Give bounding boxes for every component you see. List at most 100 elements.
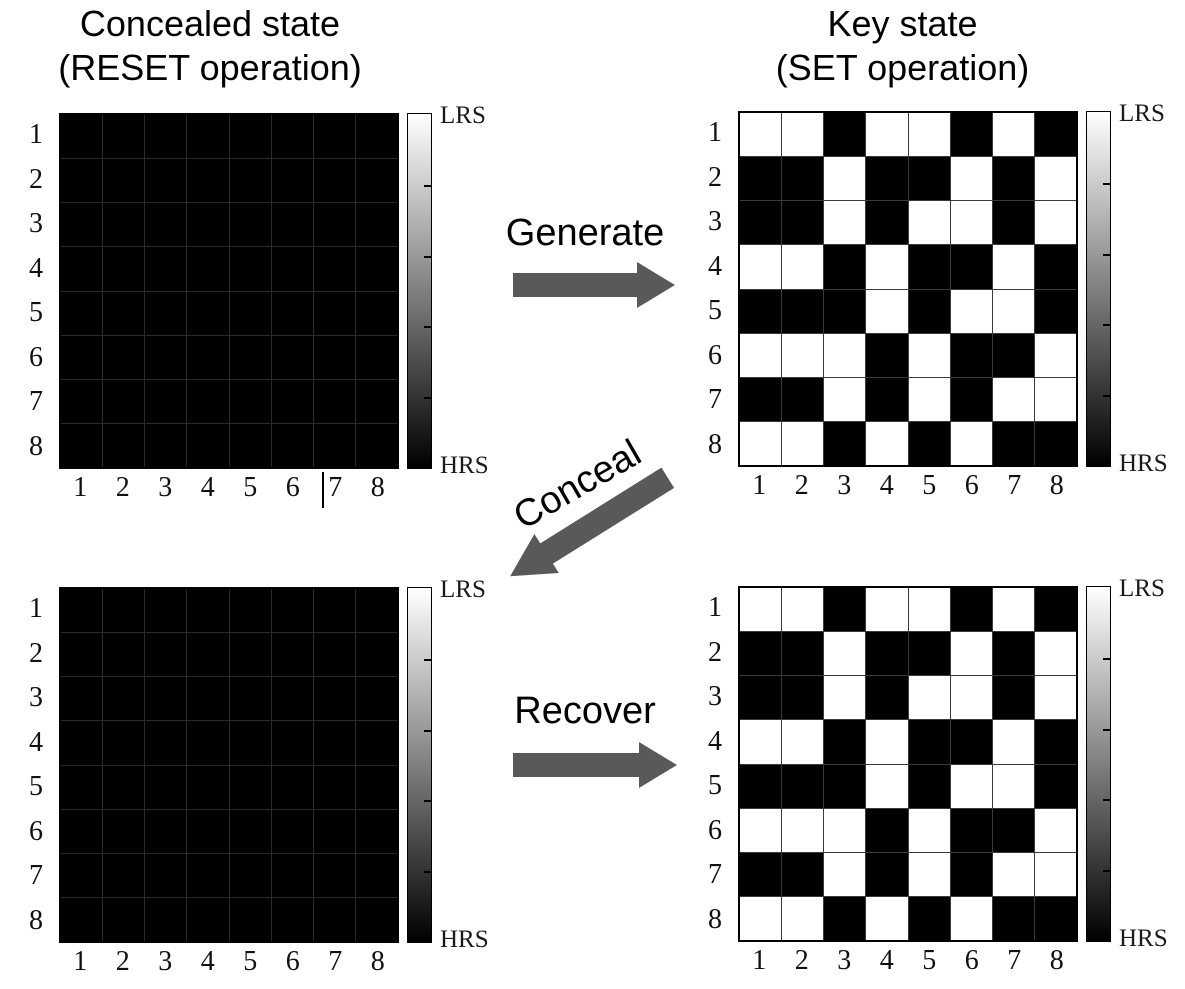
heatmap-cell [740, 421, 782, 465]
heatmap-cell [740, 588, 782, 632]
heatmap-cell [103, 633, 145, 677]
heatmap-grid-key-top [738, 111, 1078, 467]
heatmap-cell [866, 245, 908, 289]
heatmap-cell [355, 677, 397, 721]
colorbar-tick [424, 871, 431, 874]
heatmap-cell [824, 896, 866, 940]
colorbar-tick [1103, 324, 1110, 327]
heatmap-cell [271, 291, 313, 335]
heatmap-cell [271, 159, 313, 203]
heatmap-cell [229, 853, 271, 897]
heatmap-cell [103, 115, 145, 159]
right-panel-title: Key state (SET operation) [700, 2, 1105, 90]
heatmap-cell [61, 115, 103, 159]
heatmap-cell [950, 588, 992, 632]
axis-tick-label: 8 [708, 428, 722, 460]
heatmap-cell [908, 676, 950, 720]
heatmap-cell [271, 765, 313, 809]
axis-tick-label: 4 [879, 470, 894, 501]
heatmap-cell [950, 157, 992, 201]
heatmap-cell [992, 632, 1034, 676]
generate-arrow-icon [513, 262, 675, 308]
colorbar-tick [1103, 728, 1110, 731]
axis-tick-label: 6 [29, 341, 43, 373]
heatmap-cell [866, 421, 908, 465]
heatmap-cell [103, 677, 145, 721]
colorbar-tick [1103, 657, 1110, 660]
colorbar-label-lrs: LRS [440, 576, 486, 603]
heatmap-cell [950, 245, 992, 289]
heatmap-cell [950, 113, 992, 157]
left-panel-title-line2: (RESET operation) [58, 47, 362, 88]
heatmap-cell [782, 377, 824, 421]
heatmap-cell [824, 720, 866, 764]
heatmap-cell [229, 203, 271, 247]
heatmap-cell [866, 764, 908, 808]
heatmap-cell [313, 677, 355, 721]
heatmap-cell [866, 377, 908, 421]
heatmap-cell [187, 335, 229, 379]
heatmap-cell [103, 721, 145, 765]
heatmap-cell [992, 764, 1034, 808]
heatmap-cell [229, 677, 271, 721]
axis-tick-label: 4 [29, 726, 43, 758]
heatmap-cell [824, 333, 866, 377]
heatmap-cell [866, 720, 908, 764]
heatmap-cell [824, 421, 866, 465]
heatmap-cell [740, 157, 782, 201]
axis-tick-label: 7 [29, 386, 43, 418]
heatmap-cell [1034, 201, 1076, 245]
heatmap-cell [824, 157, 866, 201]
heatmap-cell [782, 632, 824, 676]
colorbar-label-lrs: LRS [1119, 100, 1165, 127]
heatmap-cell [313, 335, 355, 379]
axis-tick-label: 4 [708, 725, 722, 757]
heatmap-cell [229, 897, 271, 941]
heatmap-cell [782, 333, 824, 377]
heatmap-cell [1034, 245, 1076, 289]
heatmap-cell [355, 423, 397, 467]
heatmap-cell [355, 721, 397, 765]
heatmap-cell [229, 335, 271, 379]
colorbar-label-hrs: HRS [1119, 450, 1168, 477]
heatmap-cell [187, 589, 229, 633]
heatmap-cell [1034, 852, 1076, 896]
heatmap-cell [1034, 157, 1076, 201]
heatmap-cell [313, 203, 355, 247]
heatmap-cell [103, 379, 145, 423]
left-panel-title: Concealed state (RESET operation) [10, 2, 410, 90]
heatmap-cell [313, 721, 355, 765]
heatmap-cell [950, 720, 992, 764]
left-panel-title-line1: Concealed state [79, 3, 341, 44]
recover-arrow-icon [513, 742, 677, 788]
heatmap-cell [187, 291, 229, 335]
heatmap-cell [355, 809, 397, 853]
heatmap-cell [103, 423, 145, 467]
heatmap-cell [908, 896, 950, 940]
heatmap-cell [187, 203, 229, 247]
axis-tick-label: 7 [1007, 945, 1022, 976]
heatmap-cell [61, 633, 103, 677]
axis-tick-label: 8 [29, 430, 43, 462]
heatmap-cell [782, 157, 824, 201]
axis-tick-label: 3 [29, 682, 43, 714]
heatmap-cell [61, 159, 103, 203]
axis-tick-label: 6 [964, 945, 979, 976]
colorbar-tick [1103, 253, 1110, 256]
heatmap-cell [145, 677, 187, 721]
axis-tick-label: 4 [29, 252, 43, 284]
heatmap-cell [740, 289, 782, 333]
heatmap-grid-concealed-top [59, 113, 399, 469]
heatmap-cell [782, 421, 824, 465]
axis-tick-label: 7 [328, 946, 343, 977]
heatmap-cell [271, 633, 313, 677]
axis-tick-label: 1 [752, 945, 767, 976]
heatmap-cell [740, 113, 782, 157]
heatmap-cell [355, 897, 397, 941]
axis-tick-label: 2 [115, 472, 130, 503]
heatmap-cell [992, 720, 1034, 764]
axis-tick-label: 5 [922, 470, 937, 501]
axis-tick-label: 6 [964, 470, 979, 501]
